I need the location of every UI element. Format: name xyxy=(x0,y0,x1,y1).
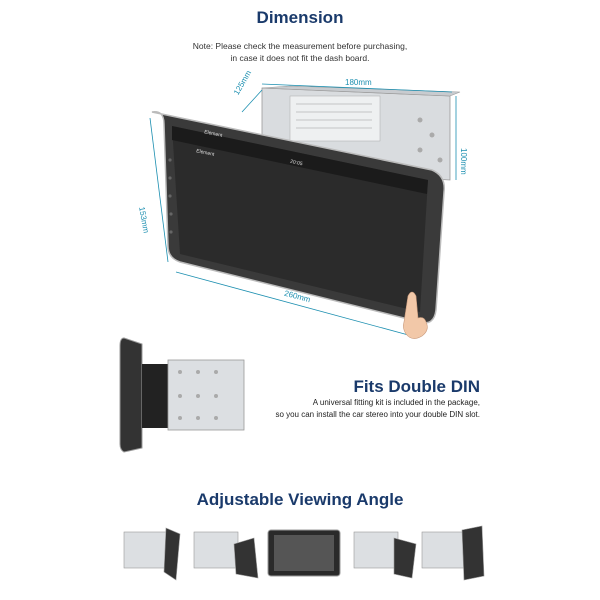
double-din-desc-line-2: so you can install the car stereo into y… xyxy=(275,410,480,419)
angle-view-1 xyxy=(123,527,181,581)
angle-view-3-front xyxy=(267,529,341,577)
dimension-title: Dimension xyxy=(256,8,344,27)
unit-height-dimension-label: 100mm xyxy=(459,148,468,175)
viewing-angle-illustrations xyxy=(123,525,485,581)
dimension-lines xyxy=(149,83,457,337)
angle-view-4 xyxy=(353,531,417,579)
angle-view-2 xyxy=(193,531,259,579)
viewing-angle-title: Adjustable Viewing Angle xyxy=(196,490,404,509)
dimension-note-line-2: in case it does not fit the dash board. xyxy=(230,53,370,63)
touchscreen-panel xyxy=(151,111,445,324)
double-din-desc-line-1: A universal fitting kit is included in t… xyxy=(312,398,480,407)
dimension-note-line-1: Note: Please check the measurement befor… xyxy=(192,41,408,51)
unit-width-dimension-label: 180mm xyxy=(345,78,372,87)
pointing-finger-icon xyxy=(403,291,428,339)
double-din-title: Fits Double DIN xyxy=(353,377,480,396)
angle-view-5 xyxy=(421,525,485,581)
double-din-illustration xyxy=(119,337,245,453)
